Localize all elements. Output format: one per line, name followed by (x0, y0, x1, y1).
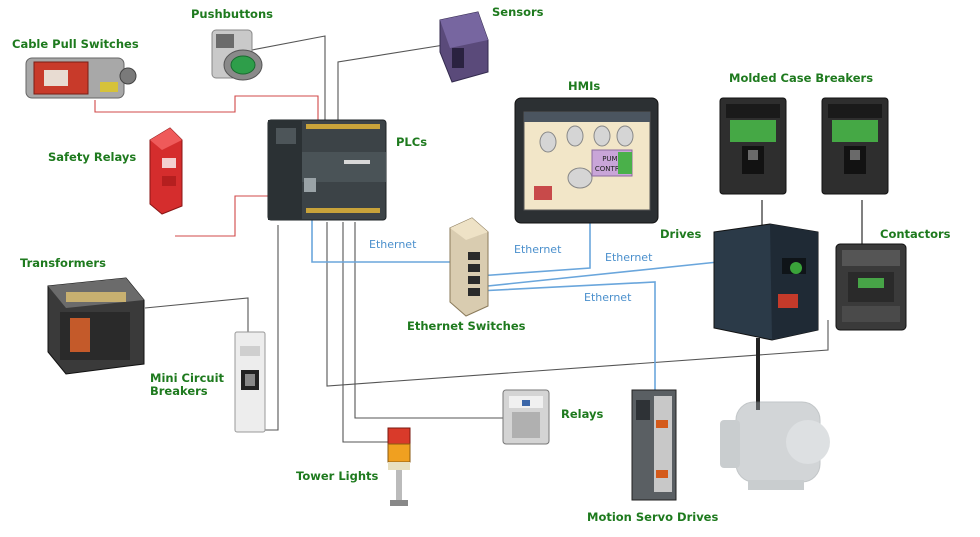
transformer-image (47, 277, 145, 375)
molded-case-breaker-image (821, 97, 889, 195)
cable-pull-switch-image (25, 57, 137, 99)
label-mini-circuit-breakers: Mini Circuit Breakers (150, 371, 225, 398)
label-drives: Drives (660, 227, 702, 241)
wire-plc-contactor (326, 222, 829, 387)
label-relays: Relays (561, 407, 604, 421)
ethernet-wires (311, 200, 719, 392)
label-contactors: Contactors (880, 227, 951, 241)
ethernet-switch-drive (477, 261, 719, 288)
contactor-image (835, 243, 907, 331)
control-wires (94, 95, 319, 237)
wire-pushbutton-plc (251, 35, 326, 120)
hmi-image: PUMP CONTROL (514, 97, 659, 224)
pushbutton-image (211, 29, 263, 81)
label-plcs: PLCs (396, 135, 428, 149)
label-sensors: Sensors (492, 5, 544, 19)
label-motion-servo-drives: Motion Servo Drives (587, 510, 719, 524)
wire-sensor-plc (337, 44, 445, 120)
ethernet-switch-hmi (477, 222, 591, 277)
hmi-screen-title: PUMP (602, 155, 622, 163)
wire-plc-towerlight (342, 222, 388, 443)
drive-image (713, 223, 819, 341)
wire-safety-plc (175, 195, 270, 237)
tower-light-image (387, 427, 411, 506)
label-ethernet-switches: Ethernet Switches (407, 319, 526, 333)
label-molded-case-breakers: Molded Case Breakers (729, 71, 874, 85)
ethernet-plc-switch (311, 200, 468, 263)
safety-relay-image (149, 127, 183, 215)
label-pushbuttons: Pushbuttons (191, 7, 273, 21)
wire-mcb-plc (262, 225, 279, 431)
plc-image (267, 119, 387, 221)
ethernet-switch-servo (477, 281, 656, 392)
servo-drive-image (631, 389, 677, 501)
hmi-screen-subtitle: CONTROL (595, 165, 629, 173)
label-tower-lights: Tower Lights (296, 469, 379, 483)
wire-transformer-mcb (144, 297, 249, 340)
power-wires (144, 35, 863, 443)
ethernet-label: Ethernet (584, 291, 632, 304)
label-safety-relays: Safety Relays (48, 150, 137, 164)
label-cable-pull-switches: Cable Pull Switches (12, 37, 139, 51)
label-hmis: HMIs (568, 79, 601, 93)
label-transformers: Transformers (20, 256, 106, 270)
mini-circuit-breaker-image (234, 331, 266, 433)
relays-image (502, 389, 550, 445)
ethernet-label: Ethernet (369, 238, 417, 251)
ethernet-label: Ethernet (514, 243, 562, 256)
wire-cablepull-safety (94, 95, 319, 120)
wire-plc-relays (354, 222, 503, 419)
ethernet-label: Ethernet (605, 251, 653, 264)
ethernet-switch-image (449, 217, 489, 317)
sensor-image (439, 11, 489, 83)
motor-image (720, 401, 830, 490)
molded-case-breaker-image (719, 97, 787, 195)
